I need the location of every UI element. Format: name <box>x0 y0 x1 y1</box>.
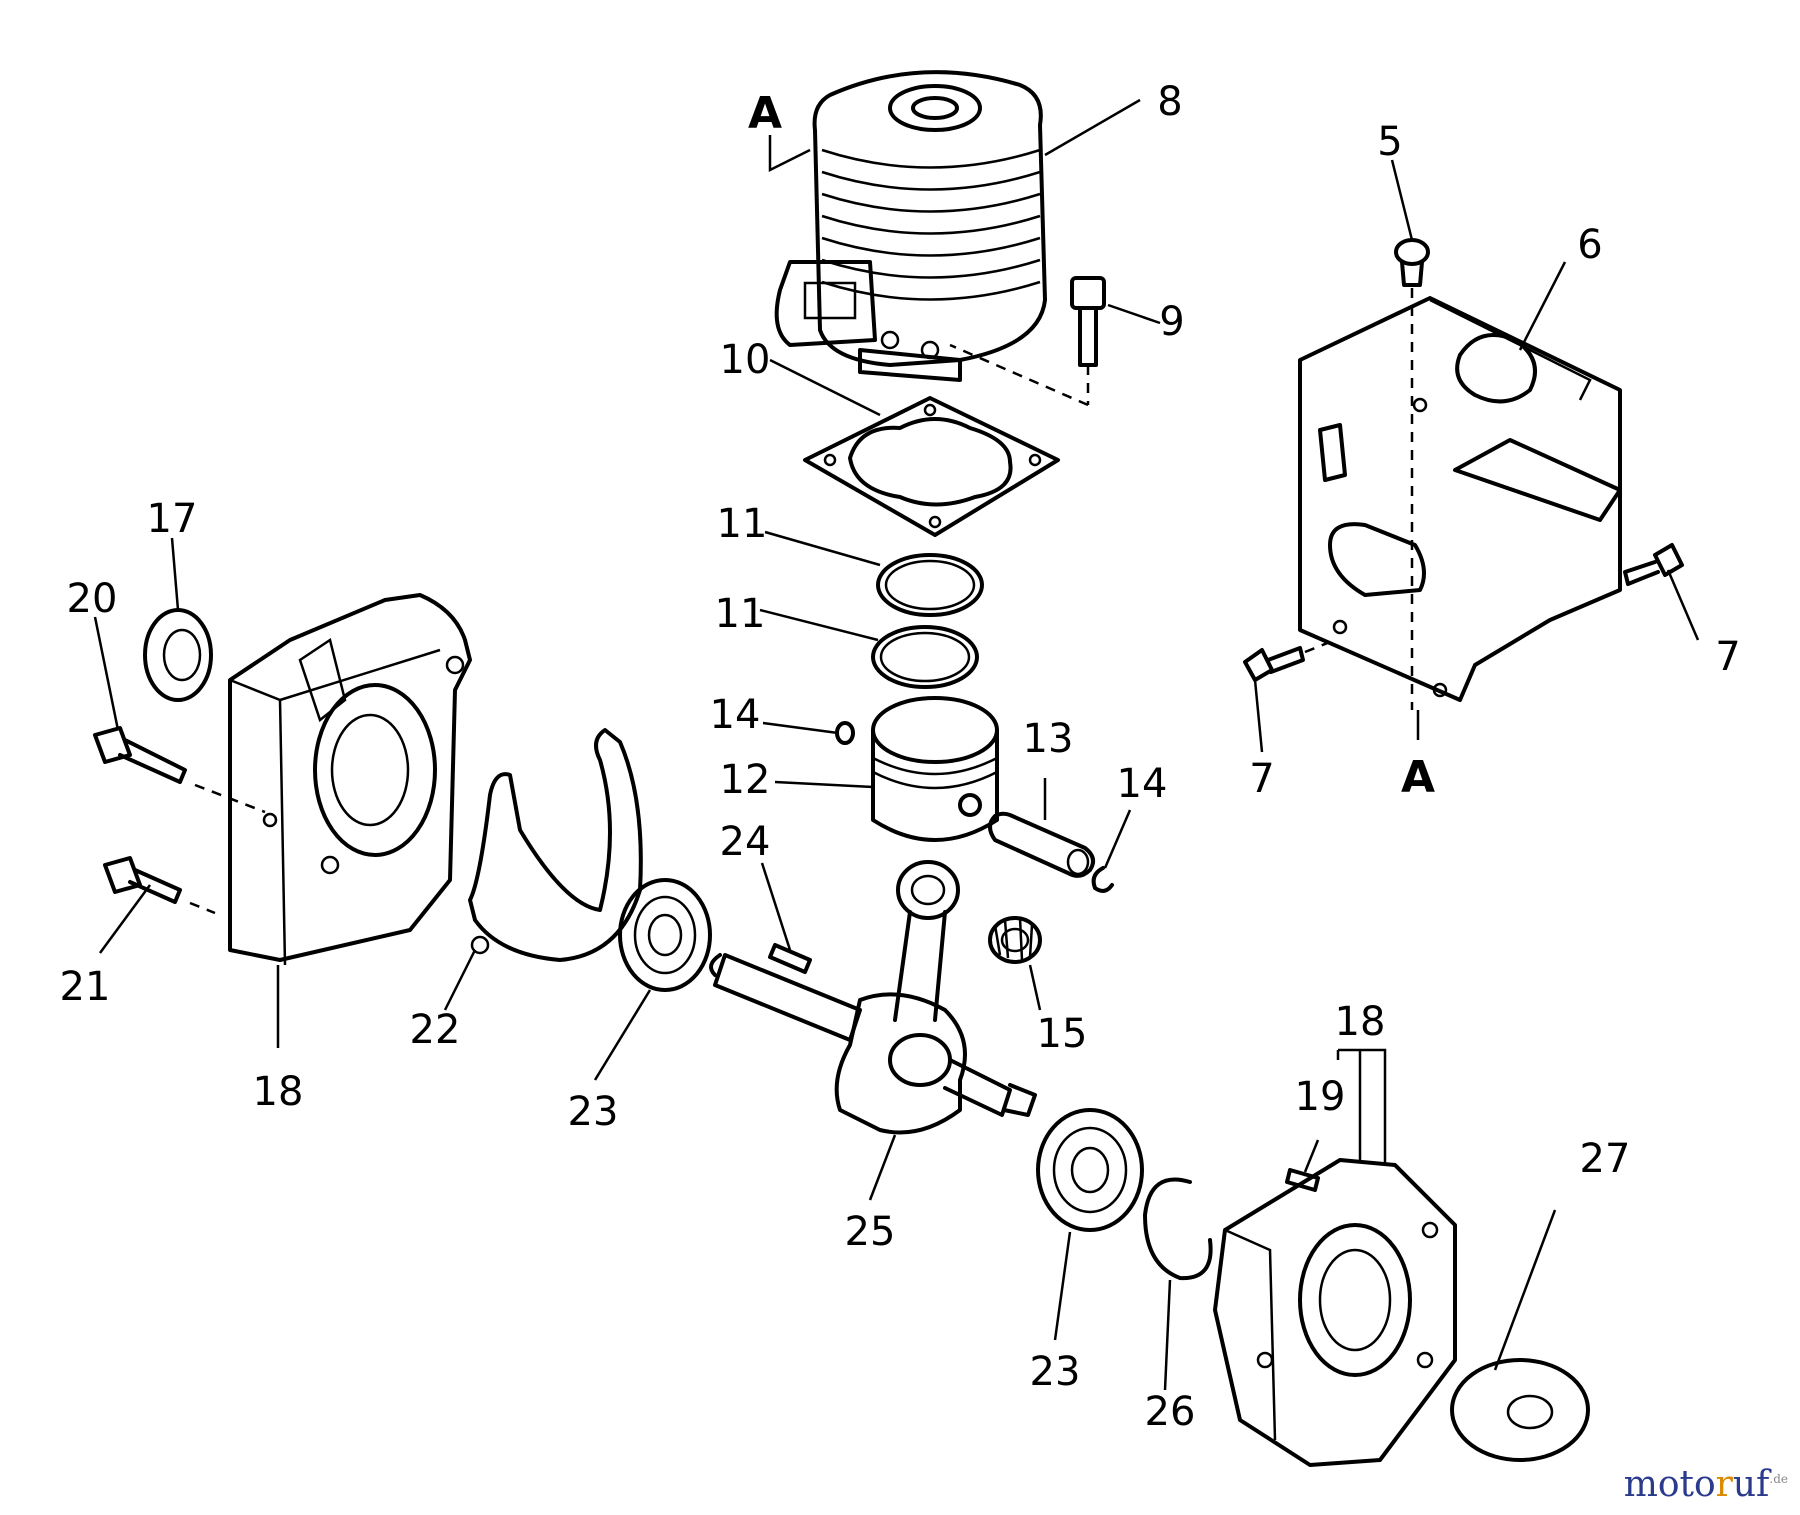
bolt-20-part <box>93 726 266 814</box>
piston-ring-upper-part <box>876 553 984 617</box>
circlip-right-part <box>1091 866 1114 893</box>
callout-21: 21 <box>60 964 111 1010</box>
cylinder-part <box>774 70 1047 382</box>
callout-14-left: 14 <box>710 692 761 738</box>
callout-18-left: 18 <box>253 1069 304 1115</box>
crankcase-left-part <box>228 593 472 966</box>
ball-bearing-right-part <box>1036 1108 1144 1232</box>
callout-26: 26 <box>1145 1389 1196 1435</box>
callout-13: 13 <box>1023 716 1074 762</box>
callout-22: 22 <box>410 1007 461 1053</box>
callout-8: 8 <box>1157 79 1182 125</box>
cylinder-gasket-part <box>803 396 1060 537</box>
dowel-pin-part <box>1285 1168 1320 1192</box>
callout-11-upper: 11 <box>717 501 768 547</box>
callout-10: 10 <box>720 337 771 383</box>
site-watermark: motoruf.de <box>1624 1464 1788 1505</box>
crankshaft-part <box>709 860 1037 1135</box>
woodruff-key-part <box>768 943 812 974</box>
crankcase-gasket-part <box>468 728 643 962</box>
callout-7-left: 7 <box>1249 756 1274 802</box>
callout-14-right: 14 <box>1117 761 1168 807</box>
bolt-21-part <box>103 856 216 915</box>
callout-A-bottom: A <box>1401 752 1435 803</box>
cylinder-cover-part <box>1298 296 1622 702</box>
callout-17: 17 <box>147 496 198 542</box>
piston-ring-lower-part <box>871 625 979 689</box>
callout-23-right: 23 <box>1030 1349 1081 1395</box>
oil-seal-right-part <box>1450 1358 1590 1462</box>
callout-12: 12 <box>720 757 771 803</box>
snap-ring-part <box>1143 1177 1213 1281</box>
oil-seal-left-part <box>143 608 213 702</box>
piston-pin-part <box>988 811 1096 878</box>
piston-part <box>871 696 999 842</box>
callout-19: 19 <box>1295 1074 1346 1120</box>
callout-A-top: A <box>748 88 782 139</box>
callout-11-lower: 11 <box>715 591 766 637</box>
callout-25: 25 <box>845 1209 896 1255</box>
watermark-part-2: r <box>1715 1464 1733 1505</box>
callout-15: 15 <box>1037 1011 1088 1057</box>
callout-labels: A A 5 6 7 7 8 9 10 11 11 12 13 14 14 15 … <box>60 79 1741 1435</box>
leader-lines <box>93 98 1700 1391</box>
ball-bearing-left-part <box>618 878 712 992</box>
callout-27: 27 <box>1580 1136 1631 1182</box>
watermark-part-1: moto <box>1623 1464 1716 1505</box>
callout-9: 9 <box>1159 299 1184 345</box>
callout-24: 24 <box>720 819 771 865</box>
watermark-part-3: uf <box>1732 1464 1770 1505</box>
circlip-left-part <box>835 721 855 745</box>
callout-20: 20 <box>67 576 118 622</box>
crankcase-right-part <box>1213 1158 1457 1467</box>
callout-7-right: 7 <box>1715 634 1740 680</box>
callout-18-right: 18 <box>1335 999 1386 1045</box>
screw-7-right-part <box>1623 543 1684 586</box>
callout-23-left: 23 <box>568 1089 619 1135</box>
watermark-suffix: .de <box>1769 1472 1788 1486</box>
callout-6: 6 <box>1577 222 1602 268</box>
callout-5: 5 <box>1377 119 1402 165</box>
cylinder-bolt-part <box>949 276 1106 407</box>
screw-7-left-part <box>1243 640 1331 682</box>
needle-bearing-part <box>988 916 1042 964</box>
